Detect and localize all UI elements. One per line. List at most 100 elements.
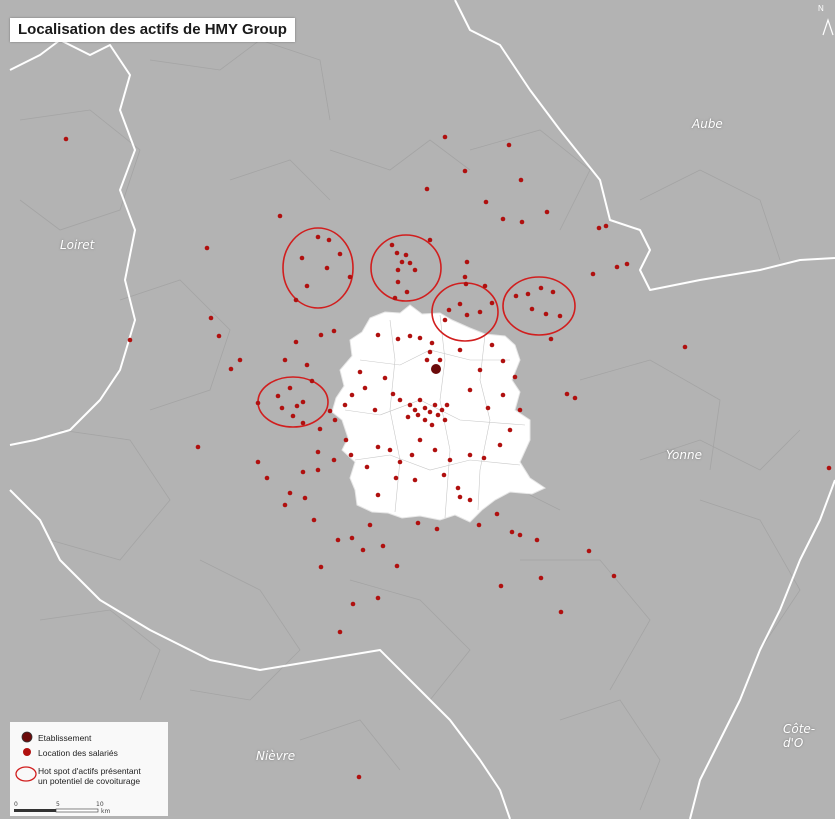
employee-location-dot (299, 255, 305, 261)
employee-location-dot (529, 306, 535, 312)
scale-bar (14, 808, 99, 813)
hotspot-ring (282, 227, 354, 309)
employee-location-dot (512, 374, 518, 380)
scale-tick-0: 0 (14, 801, 18, 808)
employee-location-dot (437, 357, 443, 363)
employee-location-dot (462, 274, 468, 280)
employee-location-dot (455, 485, 461, 491)
employee-location-dot (277, 213, 283, 219)
employee-location-dot (614, 264, 620, 270)
employee-location-dot (393, 475, 399, 481)
north-label: N (818, 4, 824, 13)
employee-location-dot (557, 313, 563, 319)
employee-location-dot (500, 392, 506, 398)
employee-location-dot (349, 392, 355, 398)
employee-location-dot (362, 385, 368, 391)
hotspot-legend-icon (15, 766, 37, 782)
employee-location-dot (375, 492, 381, 498)
employee-location-dot (293, 339, 299, 345)
establishment-legend-icon (21, 731, 33, 743)
employee-location-dot (412, 267, 418, 273)
employee-location-dot (507, 427, 513, 433)
employee-location-dot (442, 317, 448, 323)
employee-location-dot (318, 332, 324, 338)
employee-location-dot (434, 526, 440, 532)
employee-location-dot (558, 609, 564, 615)
employee-location-dot (326, 237, 332, 243)
employee-location-dot (255, 459, 261, 465)
employee-location-dot (412, 407, 418, 413)
employee-location-dot (435, 412, 441, 418)
employee-location-dot (548, 336, 554, 342)
employee-location-dot (335, 537, 341, 543)
employee-location-dot (494, 511, 500, 517)
employee-location-dot (427, 409, 433, 415)
employee-location-dot (424, 186, 430, 192)
employee-location-dot (404, 289, 410, 295)
employee-location-dot (204, 245, 210, 251)
employee-location-dot (287, 385, 293, 391)
employee-location-dot (279, 405, 285, 411)
employee-location-dot (294, 403, 300, 409)
employee-location-dot (439, 407, 445, 413)
establishment-marker[interactable] (430, 363, 442, 375)
employee-location-dot (586, 548, 592, 554)
employee-location-dot (467, 497, 473, 503)
employee-location-dot (349, 535, 355, 541)
employee-location-dot (544, 209, 550, 215)
employee-location-dot (432, 447, 438, 453)
employee-location-dot (367, 522, 373, 528)
employee-location-dot (483, 199, 489, 205)
employee-location-dot (464, 259, 470, 265)
employee-location-dot (382, 375, 388, 381)
employee-location-dot (394, 250, 400, 256)
employee-location-dot (331, 328, 337, 334)
dept-label-yonne: Yonne (666, 448, 702, 462)
employee-location-dot (518, 177, 524, 183)
employee-location-dot (375, 332, 381, 338)
employee-location-dot (395, 279, 401, 285)
employee-location-dot (409, 452, 415, 458)
employee-location-dot (432, 402, 438, 408)
employee-location-dot (417, 397, 423, 403)
dept-label-loiret: Loiret (60, 238, 95, 252)
employee-location-dot (407, 260, 413, 266)
community-commune-borders (344, 314, 526, 519)
employee-location-dot (360, 547, 366, 553)
employee-location-dot (364, 464, 370, 470)
employee-locations (63, 134, 832, 780)
employee-location-dot (543, 311, 549, 317)
employee-location-dot (309, 378, 315, 384)
employee-location-dot (427, 237, 433, 243)
employee-location-dot (317, 426, 323, 432)
employee-location-dot (337, 251, 343, 257)
employee-location-dot (624, 261, 630, 267)
employee-location-dot (127, 337, 133, 343)
employee-location-dot (387, 447, 393, 453)
department-borders (9, 0, 835, 819)
employee-location-dot (417, 437, 423, 443)
employee-location-dot (315, 467, 321, 473)
employee-location-dot (392, 295, 398, 301)
scale-tick-5: 5 (56, 801, 60, 808)
employee-location-dot (63, 136, 69, 142)
employee-location-dot (275, 393, 281, 399)
employee-location-dot (462, 168, 468, 174)
employee-location-dot (481, 455, 487, 461)
employee-location-dot (572, 395, 578, 401)
employee-location-dot (506, 142, 512, 148)
employee-location-dot (237, 357, 243, 363)
employee-location-dot (611, 573, 617, 579)
employee-location-dot (446, 307, 452, 313)
employee-location-dot (315, 234, 321, 240)
employee-location-dot (590, 271, 596, 277)
legend-label-establishment: Etablissement (38, 733, 92, 743)
employee-location-dot (513, 293, 519, 299)
employee-location-dot (429, 422, 435, 428)
employee-location-dot (302, 495, 308, 501)
employee-location-dot (467, 452, 473, 458)
employee-location-dot (497, 442, 503, 448)
employee-location-dot (444, 402, 450, 408)
